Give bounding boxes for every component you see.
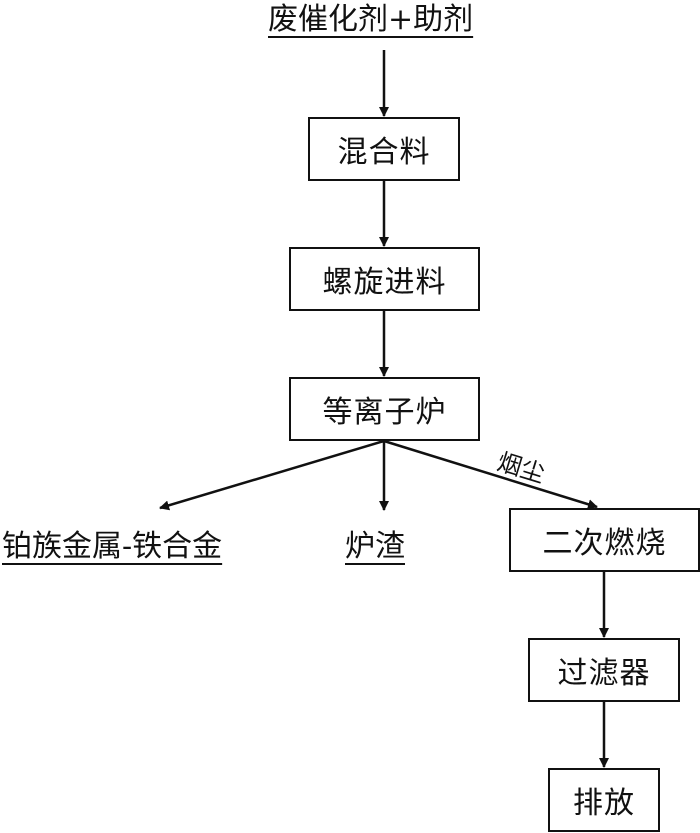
node-discharge: 排放: [548, 768, 660, 832]
arrow-plasma-to-alloy: [159, 439, 385, 511]
node-filter: 过滤器: [528, 638, 680, 702]
output-pgm-iron-alloy: 铂族金属-铁合金: [2, 529, 223, 564]
node-plasma-furnace: 等离子炉: [289, 377, 480, 441]
output-slag: 炉渣: [345, 529, 405, 564]
arrow-plasma-to-secondary: [383, 439, 598, 510]
node-secondary-combustion: 二次燃烧: [509, 508, 700, 572]
input-label: 废催化剂+助剂: [268, 2, 474, 37]
node-screw-feed: 螺旋进料: [289, 247, 480, 311]
node-mix: 混合料: [308, 117, 460, 181]
